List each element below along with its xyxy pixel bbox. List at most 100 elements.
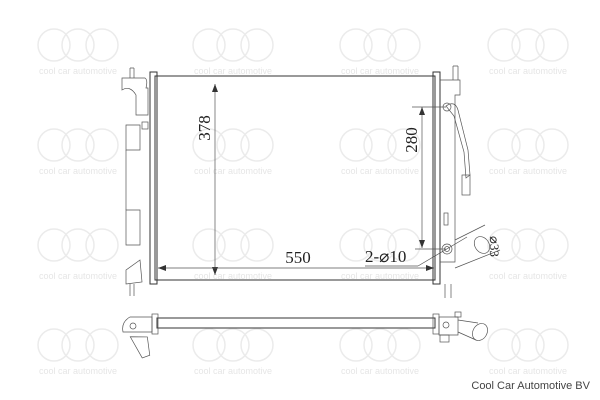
watermark-logo: cool car automotive — [192, 228, 274, 281]
watermark-logo-ring — [61, 228, 95, 262]
watermark-logo-ring — [85, 128, 119, 162]
radiator-core — [154, 75, 436, 281]
watermark-logo-ring — [240, 28, 274, 62]
watermark-logo: cool car automotive — [37, 328, 119, 376]
watermark-logo-ring — [240, 228, 274, 262]
watermark-grid: cool car automotive cool car automotive co… — [37, 28, 569, 376]
watermark-logo-ring — [192, 228, 226, 262]
watermark-logo-ring — [216, 128, 250, 162]
watermark-logo-ring — [535, 228, 569, 262]
watermark-logo-ring — [85, 328, 119, 362]
watermark-logo: cool car automotive — [339, 28, 421, 76]
watermark-logo-ring — [37, 28, 71, 62]
watermark-logo: cool car automotive — [37, 28, 119, 76]
watermark-text: cool car automotive — [194, 366, 272, 376]
width-dimension-label: 550 — [285, 248, 311, 267]
watermark-text: cool car automotive — [489, 166, 567, 176]
watermark-logo-ring — [535, 28, 569, 62]
radiator-front-view — [121, 65, 501, 298]
watermark-logo-ring — [363, 228, 397, 262]
watermark-logo-ring — [387, 328, 421, 362]
left-bracket — [125, 124, 141, 246]
watermark-logo-ring — [61, 328, 95, 362]
watermark-logo-ring — [85, 28, 119, 62]
inner-height-dimension-label: 280 — [402, 127, 421, 153]
left-tank — [149, 71, 158, 285]
watermark-logo: cool car automotive — [192, 328, 274, 376]
watermark-logo: cool car automotive — [487, 228, 569, 281]
watermark-logo-ring — [387, 28, 421, 62]
watermark-logo-ring — [85, 228, 119, 262]
transmission-cooler-pipe — [445, 103, 471, 179]
watermark-logo: cool car automotive — [192, 28, 274, 76]
watermark-logo-ring — [240, 128, 274, 162]
watermark-logo: cool car automotive — [192, 128, 274, 176]
height-dimension-label: 378 — [195, 115, 214, 141]
watermark-text: cool car automotive — [194, 66, 272, 76]
watermark-logo: cool car automotive — [487, 328, 569, 376]
brand-caption: Cool Car Automotive BV — [471, 380, 590, 392]
watermark-logo-ring — [216, 28, 250, 62]
watermark-logo-ring — [192, 328, 226, 362]
watermark-text: cool car automotive — [341, 66, 419, 76]
watermark-logo-ring — [339, 228, 373, 262]
watermark-logo: cool car automotive — [339, 128, 421, 176]
watermark-logo: cool car automotive — [37, 228, 119, 281]
watermark-text: cool car automotive — [194, 271, 272, 281]
watermark-logo-ring — [339, 28, 373, 62]
right-tank — [432, 71, 441, 285]
watermark-logo-ring — [339, 328, 373, 362]
watermark-text: cool car automotive — [341, 271, 419, 281]
radiator-top-view — [122, 311, 488, 359]
watermark-logo-ring — [487, 328, 521, 362]
watermark-text: cool car automotive — [341, 366, 419, 376]
watermark-logo-ring — [216, 228, 250, 262]
watermark-text: cool car automotive — [489, 271, 567, 281]
watermark-text: cool car automotive — [39, 66, 117, 76]
watermark-logo-ring — [511, 28, 545, 62]
watermark-logo-ring — [192, 28, 226, 62]
outlet-pipe — [473, 236, 491, 254]
watermark-logo: cool car automotive — [37, 128, 119, 176]
watermark-logo-ring — [37, 128, 71, 162]
watermark-logo-ring — [387, 228, 421, 262]
watermark-logo-ring — [487, 28, 521, 62]
watermark-logo-ring — [363, 128, 397, 162]
left-filler-neck — [121, 77, 149, 116]
watermark-logo-ring — [37, 228, 71, 262]
pipe-diameter-label: ⌀33 — [487, 236, 502, 257]
watermark-logo-ring — [37, 328, 71, 362]
left-top-pin — [129, 67, 135, 78]
watermark-logo-ring — [535, 328, 569, 362]
watermark-text: cool car automotive — [39, 366, 117, 376]
watermark-logo-ring — [192, 128, 226, 162]
watermark-logo-ring — [363, 328, 397, 362]
watermark-text: cool car automotive — [39, 166, 117, 176]
watermark-text: cool car automotive — [194, 166, 272, 176]
watermark-logo-ring — [487, 128, 521, 162]
holes-dimension-label: 2-⌀10 — [365, 247, 406, 266]
watermark-logo-ring — [216, 328, 250, 362]
watermark-logo-ring — [61, 28, 95, 62]
watermark-logo-ring — [387, 128, 421, 162]
watermark-text: cool car automotive — [489, 366, 567, 376]
watermark-logo-ring — [511, 128, 545, 162]
watermark-text: cool car automotive — [39, 271, 117, 281]
watermark-logo-ring — [487, 228, 521, 262]
watermark-logo-ring — [363, 28, 397, 62]
watermark-logo-ring — [535, 128, 569, 162]
watermark-text: cool car automotive — [489, 66, 567, 76]
watermark-logo-ring — [339, 128, 373, 162]
watermark-logo-ring — [61, 128, 95, 162]
watermark-text: cool car automotive — [341, 166, 419, 176]
watermark-logo-ring — [240, 328, 274, 362]
watermark-logo: cool car automotive — [339, 328, 421, 376]
dimension-lines — [158, 84, 468, 275]
watermark-logo: cool car automotive — [487, 28, 569, 76]
watermark-logo-ring — [511, 328, 545, 362]
watermark-logo: cool car automotive — [339, 228, 421, 281]
right-tank-housing — [440, 79, 461, 263]
watermark-logo-ring — [511, 228, 545, 262]
